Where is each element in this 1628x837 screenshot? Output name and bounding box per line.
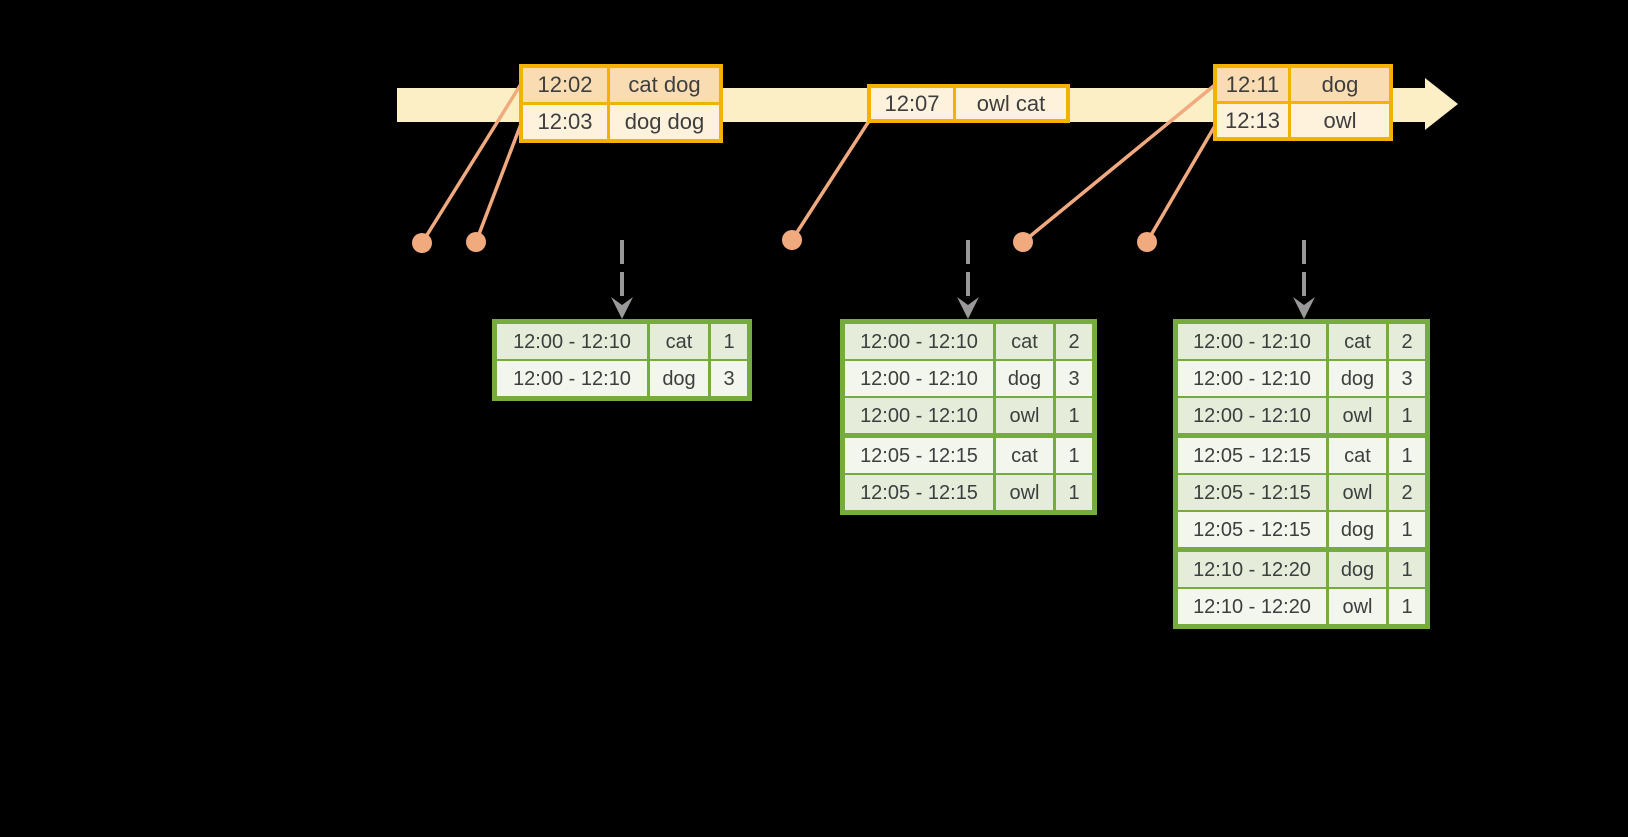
result-count: 2 [1056, 324, 1092, 359]
result-row: 12:00 - 12:10 dog 3 [497, 361, 747, 396]
result-window: 12:05 - 12:15 [845, 438, 993, 473]
result-row: 12:10 - 12:20 owl 1 [1178, 589, 1425, 624]
down-arrow-head-icon [957, 297, 979, 319]
result-table-1: 12:00 - 12:10 cat 1 12:00 - 12:10 dog 3 [492, 319, 752, 401]
result-count: 1 [1056, 398, 1092, 433]
result-window: 12:00 - 12:10 [1178, 361, 1326, 396]
connector-line [474, 122, 523, 244]
event-dots [412, 230, 1157, 253]
result-word: cat [1329, 438, 1386, 473]
result-word: dog [996, 361, 1053, 396]
result-row: 12:05 - 12:15 dog 1 [1178, 512, 1425, 547]
event-table-2: 12:07 owl cat [867, 84, 1070, 123]
result-word: cat [996, 324, 1053, 359]
down-arrow-head-icon [611, 297, 633, 319]
down-arrow-head-icon [1293, 297, 1315, 319]
result-count: 3 [1389, 361, 1425, 396]
result-table-3: 12:00 - 12:10 cat 2 12:00 - 12:10 dog 3 … [1173, 319, 1430, 629]
event-words: dog dog [610, 105, 719, 139]
result-window: 12:00 - 12:10 [1178, 398, 1326, 433]
result-row: 12:05 - 12:15 cat 1 [845, 438, 1092, 473]
trigger-arrows [611, 240, 1315, 319]
result-count: 3 [711, 361, 747, 396]
result-word: cat [650, 324, 708, 359]
event-table-1: 12:02 cat dog 12:03 dog dog [519, 64, 723, 143]
result-word: owl [1329, 475, 1386, 510]
result-window: 12:10 - 12:20 [1178, 552, 1326, 587]
result-word: dog [1329, 512, 1386, 547]
result-count: 1 [1056, 438, 1092, 473]
event-dot-icon [466, 232, 486, 252]
result-window: 12:00 - 12:10 [1178, 324, 1326, 359]
result-window: 12:00 - 12:10 [845, 324, 993, 359]
result-row: 12:00 - 12:10 cat 2 [1178, 324, 1425, 359]
event-row: 12:03 dog dog [523, 105, 719, 139]
connector-line [1145, 122, 1218, 244]
result-row: 12:10 - 12:20 dog 1 [1178, 552, 1425, 587]
result-count: 1 [1389, 512, 1425, 547]
result-count: 2 [1389, 475, 1425, 510]
result-window: 12:00 - 12:10 [497, 361, 647, 396]
event-row: 12:11 dog [1217, 68, 1389, 101]
result-window: 12:00 - 12:10 [845, 361, 993, 396]
result-window: 12:00 - 12:10 [845, 398, 993, 433]
event-time: 12:13 [1217, 104, 1288, 137]
event-dot-icon [412, 233, 432, 253]
event-time: 12:03 [523, 105, 607, 139]
event-row: 12:02 cat dog [523, 68, 719, 102]
event-time: 12:07 [871, 88, 953, 119]
result-row: 12:00 - 12:10 dog 3 [845, 361, 1092, 396]
result-count: 1 [1056, 475, 1092, 510]
result-count: 1 [1389, 438, 1425, 473]
result-table-2: 12:00 - 12:10 cat 2 12:00 - 12:10 dog 3 … [840, 319, 1097, 515]
result-window: 12:10 - 12:20 [1178, 589, 1326, 624]
result-word: owl [1329, 398, 1386, 433]
event-row: 12:07 owl cat [871, 88, 1066, 119]
event-table-3: 12:11 dog 12:13 owl [1213, 64, 1393, 141]
result-row: 12:00 - 12:10 owl 1 [845, 398, 1092, 433]
result-count: 3 [1056, 361, 1092, 396]
result-word: dog [650, 361, 708, 396]
result-row: 12:05 - 12:15 owl 2 [1178, 475, 1425, 510]
result-window: 12:05 - 12:15 [845, 475, 993, 510]
result-word: owl [996, 475, 1053, 510]
result-word: dog [1329, 552, 1386, 587]
result-count: 1 [1389, 589, 1425, 624]
event-dot-icon [1013, 232, 1033, 252]
result-window: 12:05 - 12:15 [1178, 512, 1326, 547]
connector-line [420, 82, 523, 245]
result-word: dog [1329, 361, 1386, 396]
result-row: 12:00 - 12:10 dog 3 [1178, 361, 1425, 396]
event-time: 12:02 [523, 68, 607, 102]
connector-lines [420, 82, 1218, 245]
result-count: 2 [1389, 324, 1425, 359]
event-words: cat dog [610, 68, 719, 102]
event-words: owl [1291, 104, 1389, 137]
result-row: 12:05 - 12:15 owl 1 [845, 475, 1092, 510]
result-row: 12:00 - 12:10 cat 1 [497, 324, 747, 359]
result-count: 1 [1389, 552, 1425, 587]
event-time: 12:11 [1217, 68, 1288, 101]
result-row: 12:00 - 12:10 cat 2 [845, 324, 1092, 359]
result-window: 12:05 - 12:15 [1178, 438, 1326, 473]
connector-line [1021, 82, 1218, 244]
result-word: owl [1329, 589, 1386, 624]
result-row: 12:00 - 12:10 owl 1 [1178, 398, 1425, 433]
result-window: 12:00 - 12:10 [497, 324, 647, 359]
event-words: owl cat [956, 88, 1066, 119]
connector-line [790, 119, 871, 242]
result-count: 1 [1389, 398, 1425, 433]
event-dot-icon [1137, 232, 1157, 252]
event-words: dog [1291, 68, 1389, 101]
result-window: 12:05 - 12:15 [1178, 475, 1326, 510]
result-word: cat [1329, 324, 1386, 359]
result-count: 1 [711, 324, 747, 359]
result-word: owl [996, 398, 1053, 433]
event-dot-icon [782, 230, 802, 250]
result-word: cat [996, 438, 1053, 473]
event-row: 12:13 owl [1217, 104, 1389, 137]
result-row: 12:05 - 12:15 cat 1 [1178, 438, 1425, 473]
